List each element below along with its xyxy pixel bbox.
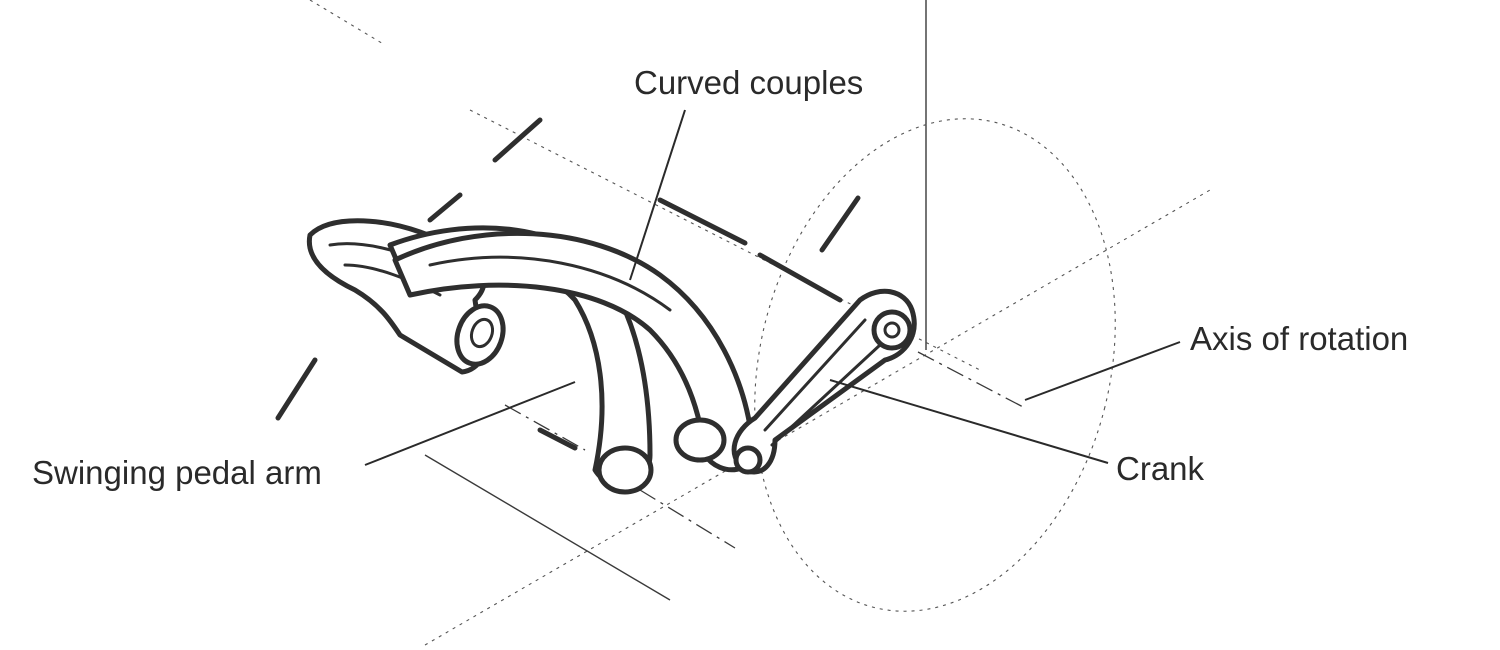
rotation-path-ellipse [754, 118, 1116, 612]
leader-crank [829, 379, 1109, 464]
label-axis-of-rotation: Axis of rotation [1190, 320, 1408, 357]
construction-lines [309, 0, 1211, 646]
leader-lines [364, 109, 1181, 466]
crank [731, 288, 917, 475]
leader-swinging-pedal-arm [364, 381, 576, 466]
label-curved-couples: Curved couples [634, 64, 863, 101]
swing-motion-arrows [275, 117, 861, 451]
leader-curved-couples [629, 109, 686, 281]
label-swinging-pedal-arm: Swinging pedal arm [32, 454, 322, 491]
leader-axis-of-rotation [1024, 341, 1181, 401]
label-crank: Crank [1116, 450, 1205, 487]
